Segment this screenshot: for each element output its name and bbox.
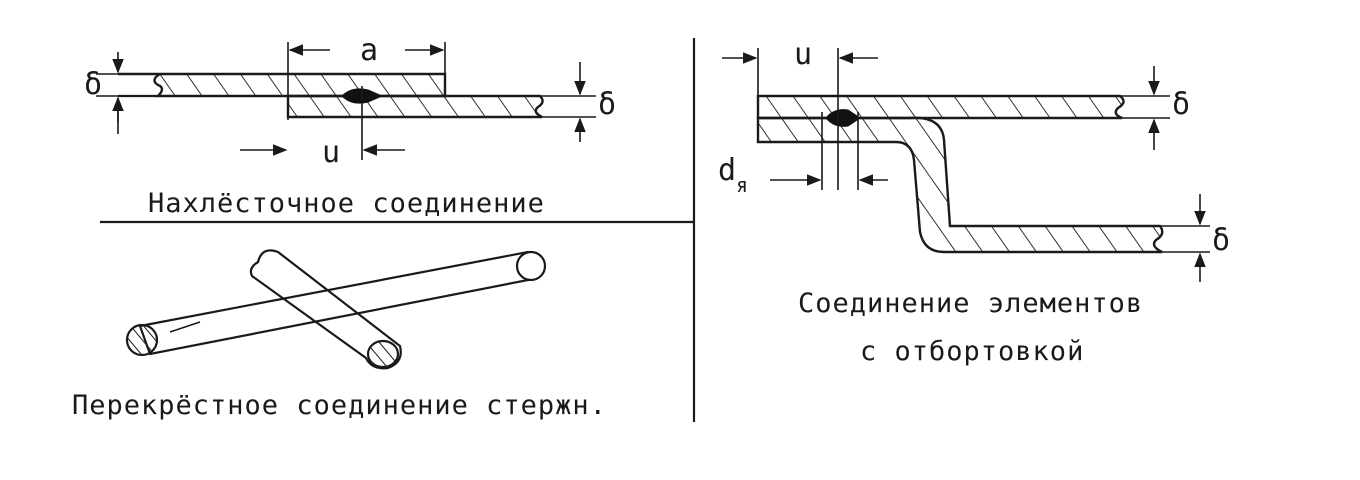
cross-rod-upper — [138, 250, 546, 356]
flange-nugget-diameter-label: d — [718, 153, 736, 188]
flange-weld-nugget — [825, 109, 861, 127]
flange-thickness-label-top: δ — [1172, 87, 1190, 122]
lap-joint-drawing — [96, 42, 596, 160]
flange-thickness-label-bottom: δ — [1212, 223, 1230, 258]
lap-thickness-label-left: δ — [84, 67, 102, 102]
cross-rod-upper-end-left — [125, 323, 159, 357]
flange-top-plate — [756, 94, 1125, 120]
lap-lower-plate — [286, 94, 544, 119]
flange-joint-caption-line2: с отбортовкой — [860, 336, 1084, 367]
flange-edge-distance-label: u — [794, 37, 812, 72]
flange-joint-caption-line1: Соединение элементов — [798, 288, 1143, 319]
lap-edge-distance-label: u — [322, 135, 340, 170]
flange-bent-plate — [756, 116, 1164, 254]
cross-rod-lower — [249, 249, 402, 370]
cross-joint-caption: Перекрёстное соединение стержн. — [72, 390, 607, 421]
cross-joint-drawing — [125, 249, 547, 370]
cross-rod-lower-end — [366, 339, 400, 369]
lap-thickness-label-right: δ — [598, 87, 616, 122]
lap-joint-caption: Нахлёсточное соединение — [148, 188, 545, 219]
flange-nugget-diameter-subscript: я — [736, 173, 748, 197]
lap-upper-plate — [118, 72, 447, 98]
lap-overlap-label: a — [360, 33, 378, 68]
flange-joint-drawing — [722, 48, 1210, 282]
cross-rod-upper-end-right — [515, 250, 547, 282]
